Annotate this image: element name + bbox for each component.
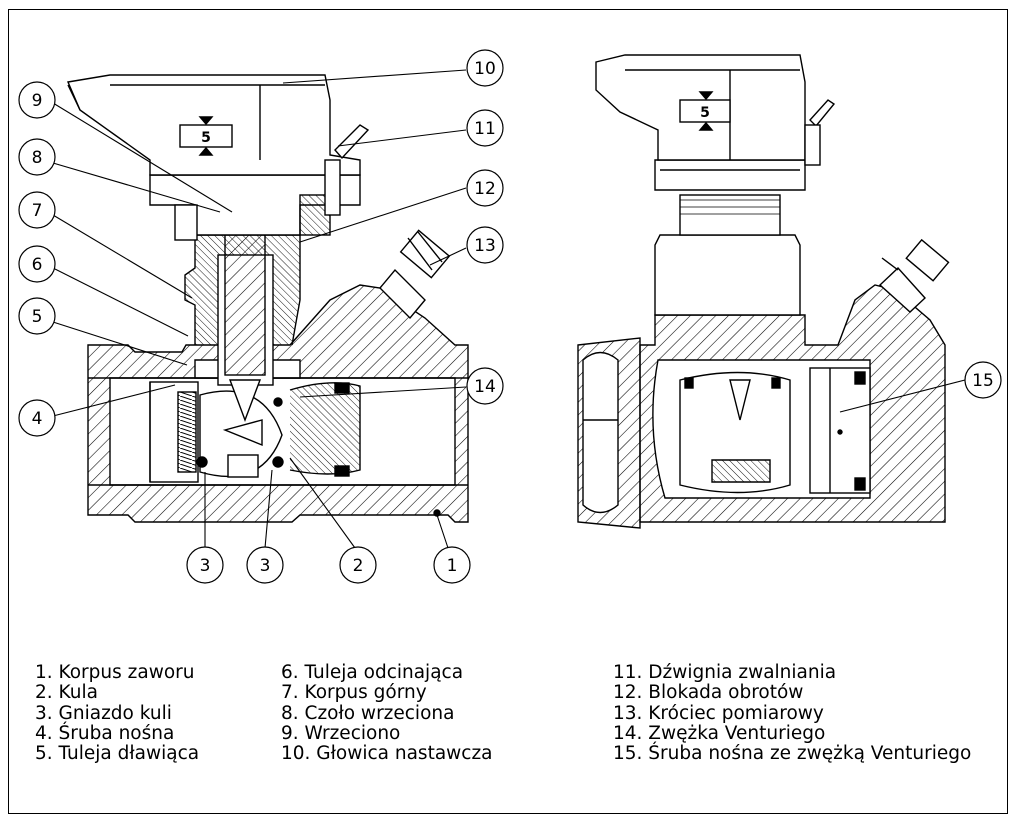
- legend-item: 11. Dźwignia zwalniania: [613, 662, 837, 683]
- callout-13: 13: [466, 226, 504, 264]
- svg-text:13: 13: [474, 236, 496, 256]
- callout-8: 8: [18, 138, 56, 176]
- svg-text:7: 7: [32, 201, 43, 221]
- callout-12: 12: [466, 169, 504, 207]
- legend-column-3: 11. Dźwignia zwalniania 12. Blokada obro…: [613, 662, 972, 765]
- callout-3a: 3: [186, 546, 224, 584]
- legend-item: 12. Blokada obrotów: [613, 682, 804, 704]
- legend-column-1: 1. Korpus zaworu 2. Kula 3. Gniazdo kuli…: [35, 662, 200, 765]
- callout-1: 1: [433, 546, 471, 584]
- measuring-nipple: [379, 229, 451, 320]
- legend-column-2: 6. Tuleja odcinająca 7. Korpus górny 8. …: [281, 662, 493, 765]
- legend-item: 9. Wrzeciono: [281, 722, 401, 744]
- svg-text:11: 11: [474, 119, 496, 139]
- svg-text:1: 1: [447, 556, 458, 576]
- svg-text:3: 3: [260, 556, 271, 576]
- svg-text:12: 12: [474, 179, 496, 199]
- head-setting-label: 5: [201, 130, 211, 146]
- legend-item: 8. Czoło wrzeciona: [281, 702, 455, 724]
- callout-10: 10: [466, 49, 504, 87]
- svg-text:8: 8: [32, 148, 43, 168]
- legend-item: 7. Korpus górny: [281, 682, 427, 704]
- svg-text:3: 3: [200, 556, 211, 576]
- figure-frame: [8, 9, 1008, 814]
- legend-item: 6. Tuleja odcinająca: [281, 662, 464, 683]
- left-valve-section: 5: [67, 74, 469, 523]
- legend-item: 1. Korpus zaworu: [35, 662, 195, 683]
- svg-text:4: 4: [32, 409, 43, 429]
- callout-5: 5: [18, 297, 56, 335]
- svg-text:14: 14: [474, 377, 496, 397]
- legend-item: 3. Gniazdo kuli: [35, 702, 172, 724]
- leader-lines: [52, 69, 966, 549]
- measuring-nipple-external: [878, 238, 950, 313]
- svg-text:15: 15: [972, 371, 994, 391]
- svg-text:10: 10: [474, 59, 496, 79]
- svg-text:6: 6: [32, 255, 43, 275]
- legend-item: 10. Głowica nastawcza: [281, 743, 493, 765]
- callout-14: 14: [466, 367, 504, 405]
- legend-item: 5. Tuleja dławiąca: [35, 743, 200, 765]
- callout-15: 15: [964, 361, 1002, 399]
- callouts: 10 11 12 13 14 9 8 7 6 5 4 3 3 2 1 15: [18, 49, 1002, 584]
- callout-2: 2: [339, 546, 377, 584]
- legend-item: 13. Króciec pomiarowy: [613, 702, 824, 724]
- callout-3b: 3: [246, 546, 284, 584]
- head-setting-label: 5: [700, 105, 710, 121]
- callout-6: 6: [18, 245, 56, 283]
- right-valve-view: 5: [577, 54, 950, 529]
- svg-text:2: 2: [353, 556, 364, 576]
- legend-item: 4. Śruba nośna: [35, 722, 175, 744]
- svg-text:9: 9: [32, 91, 43, 111]
- legend-item: 14. Zwężka Venturiego: [613, 722, 826, 744]
- callout-11: 11: [466, 109, 504, 147]
- legend-item: 15. Śruba nośna ze zwężką Venturiego: [613, 743, 972, 765]
- svg-text:5: 5: [32, 307, 43, 327]
- callout-4: 4: [18, 399, 56, 437]
- callout-9: 9: [18, 81, 56, 119]
- legend-item: 2. Kula: [35, 682, 98, 704]
- callout-7: 7: [18, 191, 56, 229]
